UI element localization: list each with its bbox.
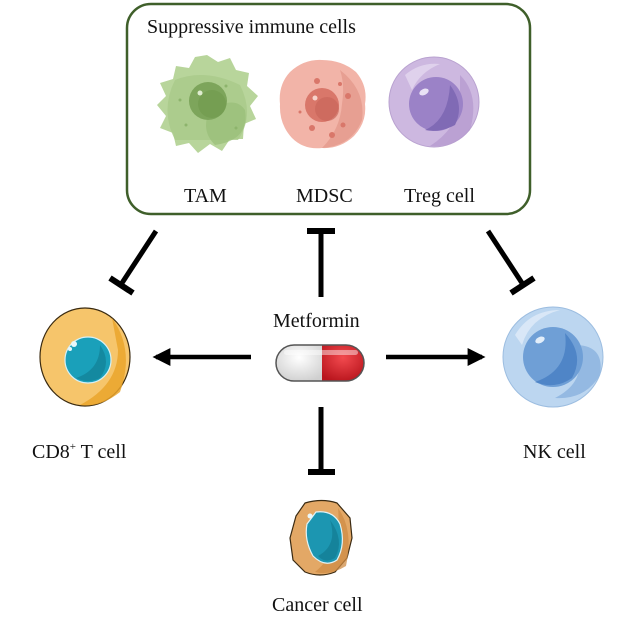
metformin-label: Metformin: [273, 310, 360, 332]
tam-cell-icon: [157, 55, 258, 153]
inhibit-metformin-to-box: [307, 228, 335, 297]
cancer-cell-icon: [289, 499, 353, 576]
box-title: Suppressive immune cells: [147, 16, 356, 38]
inhibit-box-to-nk: [485, 229, 536, 296]
metformin-pill-icon: [275, 344, 365, 382]
mdsc-label: MDSC: [296, 185, 353, 207]
inhibit-metformin-to-cancer: [308, 407, 335, 475]
mdsc-cell-icon: [279, 59, 366, 149]
nk-cell-label: NK cell: [523, 441, 586, 463]
treg-cell-icon: [388, 56, 480, 148]
cd8-t-cell-icon: [39, 307, 131, 407]
tam-label: TAM: [184, 185, 227, 207]
nk-cell-icon: [502, 306, 604, 408]
suppressive-immune-cells-box: Suppressive immune cells TAM MDSC: [125, 2, 532, 216]
cd8-t-cell-label: CD8+ T cell: [32, 441, 127, 463]
cancer-cell-label: Cancer cell: [272, 594, 363, 616]
treg-label: Treg cell: [404, 185, 475, 207]
inhibit-box-to-cd8: [108, 229, 159, 296]
